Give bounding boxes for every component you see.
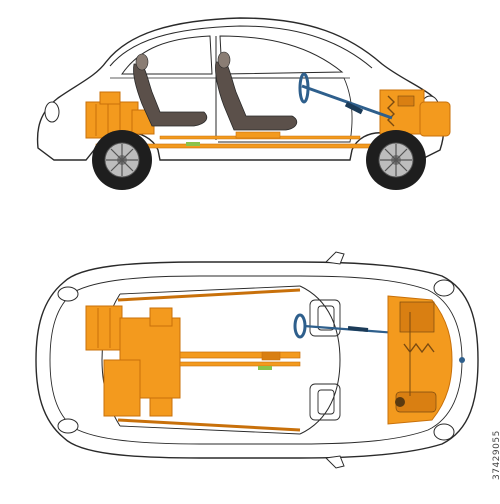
top-windshield [299, 285, 341, 435]
side-rear-seat [133, 53, 208, 127]
side-view [36, 17, 451, 190]
top-headlight-lower [433, 423, 455, 441]
side-front-suspension [379, 89, 451, 137]
top-taillight-lower [57, 418, 79, 434]
top-blue-marker [459, 357, 465, 363]
side-front-window [219, 35, 344, 75]
side-front-wheel [366, 130, 426, 190]
top-taillight-upper [57, 286, 79, 302]
top-seats [309, 299, 341, 421]
top-front-mechanics [387, 295, 465, 425]
top-mirror-lower [324, 455, 345, 469]
side-steering [298, 72, 393, 120]
stock-id-text: 37429055 [492, 430, 500, 480]
top-mirror-upper [324, 251, 345, 265]
stock-id-watermark: 37429055 [480, 300, 500, 490]
side-taillight [44, 101, 60, 123]
side-front-seat [215, 51, 298, 139]
side-roof-line [109, 25, 373, 69]
side-rear-wheel [92, 130, 152, 190]
top-headlight-upper [433, 279, 455, 297]
side-rear-window [121, 35, 213, 75]
top-view [35, 251, 479, 469]
top-driveshaft [179, 351, 301, 370]
side-green-tag [186, 142, 200, 146]
top-body-inner [49, 275, 463, 445]
top-engine [85, 288, 301, 432]
